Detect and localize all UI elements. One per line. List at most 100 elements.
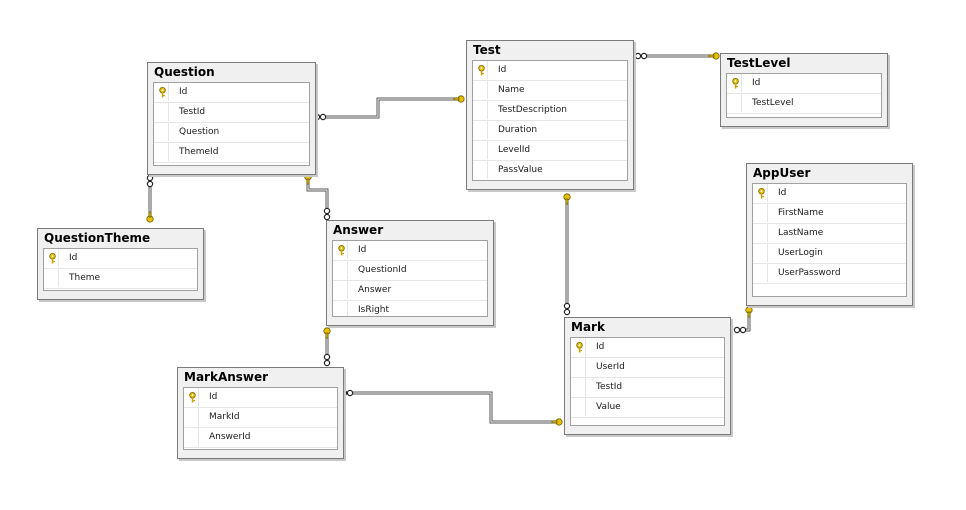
row-selector[interactable] bbox=[753, 244, 768, 262]
table-title: Question bbox=[154, 65, 215, 79]
column-name: Id bbox=[69, 253, 78, 263]
column-row[interactable]: PassValue bbox=[473, 161, 627, 180]
column-name: Id bbox=[498, 65, 507, 75]
column-row[interactable]: LastName bbox=[753, 224, 906, 244]
column-row[interactable]: Id bbox=[727, 74, 881, 94]
column-row[interactable]: UserLogin bbox=[753, 244, 906, 264]
column-row[interactable]: LevelId bbox=[473, 141, 627, 161]
row-selector[interactable] bbox=[154, 83, 169, 101]
column-row[interactable]: Id bbox=[184, 388, 337, 408]
key-end-icon bbox=[745, 306, 753, 318]
row-selector[interactable] bbox=[753, 264, 768, 282]
key-end-icon bbox=[323, 327, 331, 339]
column-row[interactable]: UserId bbox=[571, 358, 724, 378]
row-selector[interactable] bbox=[184, 408, 199, 426]
column-row[interactable]: Answer bbox=[333, 281, 487, 301]
row-selector[interactable] bbox=[184, 428, 199, 446]
column-name: Id bbox=[358, 245, 367, 255]
row-selector[interactable] bbox=[473, 81, 488, 99]
column-row[interactable]: Id bbox=[473, 61, 627, 81]
row-selector[interactable] bbox=[44, 269, 59, 287]
row-selector[interactable] bbox=[473, 121, 488, 139]
column-name: UserLogin bbox=[778, 248, 823, 258]
column-row[interactable]: IsRight bbox=[333, 301, 487, 316]
row-selector[interactable] bbox=[154, 143, 169, 161]
row-selector[interactable] bbox=[333, 281, 348, 299]
row-selector[interactable] bbox=[154, 103, 169, 121]
row-selector[interactable] bbox=[753, 184, 768, 202]
column-row[interactable]: MarkId bbox=[184, 408, 337, 428]
table-title: Mark bbox=[571, 320, 605, 334]
column-row[interactable]: Theme bbox=[44, 269, 197, 289]
key-end-icon bbox=[563, 193, 571, 205]
column-name: TestDescription bbox=[498, 105, 567, 115]
row-selector[interactable] bbox=[727, 94, 742, 112]
column-row[interactable]: UserPassword bbox=[753, 264, 906, 284]
row-selector[interactable] bbox=[333, 261, 348, 279]
column-row[interactable]: Name bbox=[473, 81, 627, 101]
column-row[interactable]: AnswerId bbox=[184, 428, 337, 448]
column-name: UserId bbox=[596, 362, 625, 372]
column-row[interactable]: FirstName bbox=[753, 204, 906, 224]
column-row[interactable]: TestDescription bbox=[473, 101, 627, 121]
relation-question-test bbox=[325, 97, 458, 119]
key-end-icon bbox=[453, 95, 465, 103]
empty-row bbox=[753, 284, 906, 296]
row-selector[interactable] bbox=[154, 123, 169, 141]
row-selector[interactable] bbox=[571, 378, 586, 396]
infinity-icon bbox=[146, 174, 154, 188]
column-row[interactable]: Value bbox=[571, 398, 724, 418]
column-name: Answer bbox=[358, 285, 392, 295]
column-row[interactable]: Id bbox=[154, 83, 309, 103]
key-icon bbox=[731, 78, 740, 89]
row-selector[interactable] bbox=[473, 161, 488, 179]
row-selector[interactable] bbox=[333, 241, 348, 259]
row-selector[interactable] bbox=[571, 398, 586, 416]
column-row[interactable]: Id bbox=[753, 184, 906, 204]
row-selector[interactable] bbox=[571, 358, 586, 376]
column-row[interactable]: Question bbox=[154, 123, 309, 143]
column-name: MarkId bbox=[209, 412, 240, 422]
table-title: QuestionTheme bbox=[44, 231, 151, 245]
column-row[interactable]: Id bbox=[44, 249, 197, 269]
table-title: TestLevel bbox=[727, 56, 791, 70]
row-selector[interactable] bbox=[184, 388, 199, 406]
key-end-icon bbox=[146, 211, 154, 223]
column-name: Value bbox=[596, 402, 621, 412]
key-icon bbox=[757, 188, 766, 199]
column-row[interactable]: QuestionId bbox=[333, 261, 487, 281]
row-selector[interactable] bbox=[473, 141, 488, 159]
column-row[interactable]: Id bbox=[333, 241, 487, 261]
row-selector[interactable] bbox=[727, 74, 742, 92]
column-name: TestLevel bbox=[752, 98, 794, 108]
column-row[interactable]: TestId bbox=[154, 103, 309, 123]
table-title: Answer bbox=[333, 223, 384, 237]
row-selector[interactable] bbox=[333, 301, 348, 316]
column-row[interactable]: ThemeId bbox=[154, 143, 309, 163]
row-selector[interactable] bbox=[473, 101, 488, 119]
row-selector[interactable] bbox=[44, 249, 59, 267]
row-selector[interactable] bbox=[753, 204, 768, 222]
key-icon bbox=[48, 253, 57, 264]
row-selector[interactable] bbox=[753, 224, 768, 242]
column-name: Id bbox=[752, 78, 761, 88]
column-row[interactable]: Id bbox=[571, 338, 724, 358]
column-row[interactable]: TestLevel bbox=[727, 94, 881, 114]
key-end-icon bbox=[708, 52, 720, 60]
column-row[interactable]: Duration bbox=[473, 121, 627, 141]
row-selector[interactable] bbox=[571, 338, 586, 356]
empty-row bbox=[154, 163, 309, 165]
column-row[interactable]: TestId bbox=[571, 378, 724, 398]
row-selector[interactable] bbox=[473, 61, 488, 79]
